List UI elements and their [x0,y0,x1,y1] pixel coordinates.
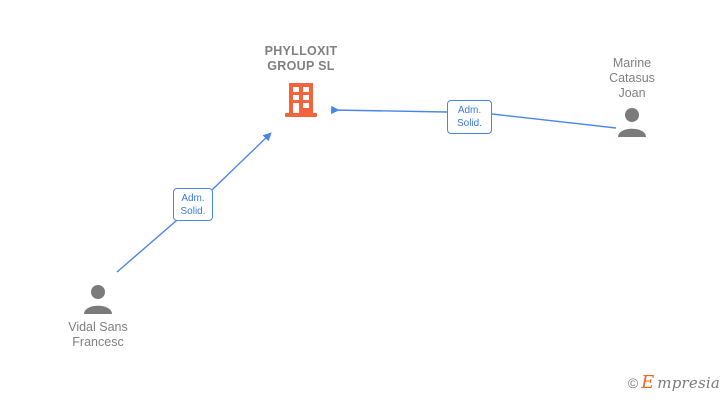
brand-initial: E [641,372,655,393]
person-node-marine-catasus-joan[interactable]: Marine Catasus Joan [572,56,692,137]
person-name-label: Marine Catasus Joan [609,56,655,100]
company-name-label: PHYLLOXIT GROUP SL [264,44,338,73]
person-icon [82,284,114,314]
person-node-vidal-sans-francesc[interactable]: Vidal Sans Francesc [38,284,158,350]
edge-vidal-to-company-head [212,132,272,190]
building-icon [284,81,318,117]
relation-label-vidal[interactable]: Adm. Solid. [173,188,213,221]
relation-label-marine[interactable]: Adm. Solid. [447,100,492,134]
person-name-label: Vidal Sans Francesc [68,320,128,349]
person-icon [616,107,648,137]
edge-marine-to-company [491,113,617,129]
brand-name: mpresia [657,374,720,392]
edge-marine-to-company-head [331,105,448,115]
company-node[interactable]: PHYLLOXIT GROUP SL [246,44,356,117]
copyright-icon: © [627,375,639,391]
watermark: © E mpresia [627,372,720,393]
